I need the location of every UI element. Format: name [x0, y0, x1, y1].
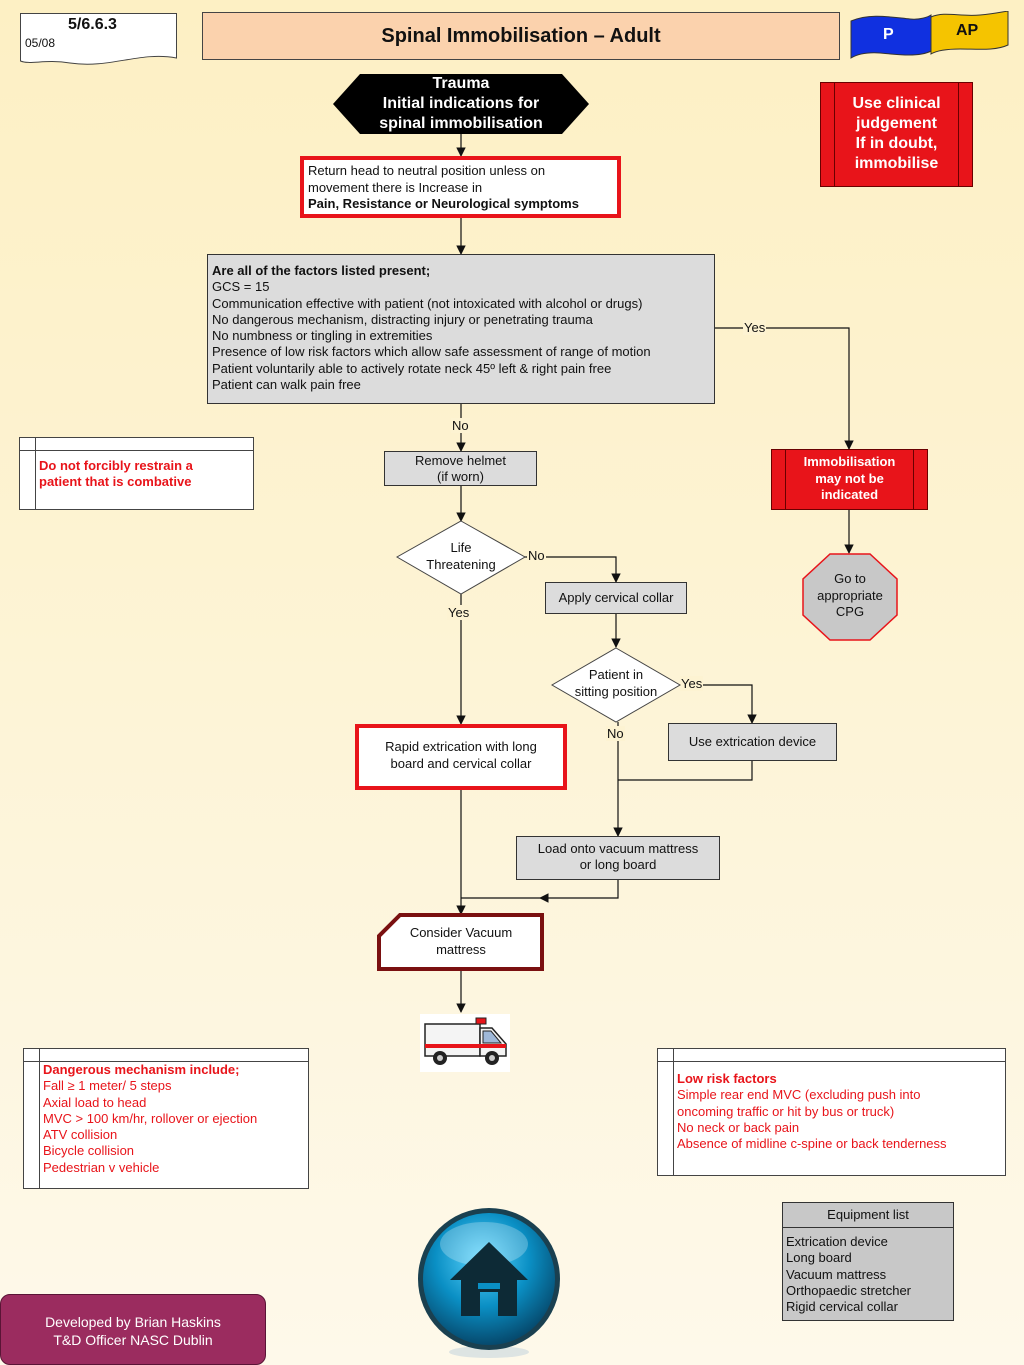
start-octagon	[333, 74, 589, 134]
factor-item: GCS = 15	[212, 279, 270, 295]
consider-vacuum-label: Consider Vacuum mattress	[376, 925, 546, 958]
dangerous-mechanism-note: Dangerous mechanism include; Fall ≥ 1 me…	[23, 1048, 309, 1189]
home-button[interactable]	[416, 1206, 562, 1358]
sitting-yes-label: Yes	[680, 676, 704, 691]
low-risk-item: No neck or back pain	[677, 1119, 800, 1135]
immob-line-3: indicated	[820, 487, 879, 502]
neutral-position-box: Return head to neutral position unless o…	[300, 156, 621, 218]
ambulance-icon	[420, 1014, 510, 1072]
equipment-item: Orthopaedic stretcher	[786, 1282, 912, 1298]
flag-p-label: P	[883, 26, 894, 43]
document-code-tag: 5/6.6.3 05/08	[20, 13, 177, 65]
clinical-line-1: Use clinical	[852, 95, 941, 112]
immob-line-2: may not be	[815, 470, 884, 486]
start-line-1: Trauma	[432, 75, 490, 92]
equipment-item: Vacuum mattress	[786, 1266, 887, 1282]
consider-line-1: Consider Vacuum	[409, 925, 513, 940]
neutral-line-2: movement there is Increase in	[308, 179, 483, 195]
rapid-extrication-box: Rapid extrication with long board and ce…	[355, 724, 567, 790]
rapid-line-2: board and cervical collar	[390, 755, 532, 771]
load-vacuum-box: Load onto vacuum mattress or long board	[516, 836, 720, 880]
dangerous-item: Bicycle collision	[43, 1143, 135, 1159]
dangerous-item: Fall ≥ 1 meter/ 5 steps	[43, 1078, 172, 1094]
low-risk-item: oncoming traffic or hit by bus or truck)	[677, 1103, 895, 1119]
factor-item: Patient can walk pain free	[212, 377, 361, 393]
consider-line-2: mattress	[436, 941, 486, 957]
factor-item: Presence of low risk factors which allow…	[212, 344, 651, 360]
cpg-line-3: CPG	[835, 604, 865, 619]
factors-yes-label: Yes	[743, 320, 767, 335]
cpg-label: Go to appropriate CPG	[802, 571, 898, 621]
sitting-no-label: No	[606, 726, 625, 741]
cpg-stop-octagon	[802, 553, 898, 641]
start-line-3: spinal immobilisation	[379, 115, 543, 132]
neutral-line-3: Pain, Resistance or Neurological symptom…	[308, 196, 579, 211]
start-label: Trauma Initial indications for spinal im…	[335, 74, 587, 134]
dangerous-item: MVC > 100 km/hr, rollover or ejection	[43, 1110, 258, 1126]
flag-ap-badge: AP	[930, 11, 1009, 55]
sitting-line-1: Patient in	[588, 667, 644, 682]
developer-credit: Developed by Brian Haskins T&D Officer N…	[0, 1294, 266, 1365]
dangerous-item: Axial load to head	[43, 1094, 147, 1110]
load-line-2: or long board	[579, 857, 657, 872]
immob-line-1: Immobilisation	[803, 454, 896, 469]
clinical-judgement-note: Use clinical judgement If in doubt, immo…	[820, 82, 973, 187]
factor-item: Communication effective with patient (no…	[212, 295, 643, 311]
factor-item: No dangerous mechanism, distracting inju…	[212, 311, 593, 327]
sitting-position-diamond	[551, 647, 681, 723]
restrain-line-1: Do not forcibly restrain a	[39, 458, 193, 473]
factors-heading: Are all of the factors listed present;	[212, 263, 431, 278]
apply-collar-box: Apply cervical collar	[545, 582, 687, 614]
life-threatening-diamond	[396, 520, 526, 595]
credit-line-2: T&D Officer NASC Dublin	[53, 1332, 213, 1348]
clinical-line-3: If in doubt,	[855, 135, 938, 152]
low-risk-item: Simple rear end MVC (excluding push into	[677, 1087, 921, 1103]
remove-helmet-box: Remove helmet (if worn)	[384, 451, 537, 486]
life-no-label: No	[527, 548, 546, 563]
dangerous-item: ATV collision	[43, 1127, 118, 1143]
restrain-note: Do not forcibly restrain a patient that …	[19, 437, 254, 510]
factor-item: Patient voluntarily able to actively rot…	[212, 360, 612, 376]
document-date: 05/08	[25, 36, 56, 50]
equipment-item: Long board	[786, 1250, 852, 1266]
consider-vacuum-shape	[377, 913, 544, 971]
equipment-item: Rigid cervical collar	[786, 1299, 898, 1315]
cpg-line-1: Go to	[834, 571, 866, 586]
low-risk-heading: Low risk factors	[677, 1071, 777, 1086]
neutral-line-1: Return head to neutral position unless o…	[308, 163, 546, 178]
sitting-line-2: sitting position	[574, 683, 658, 699]
page-title: Spinal Immobilisation – Adult	[202, 12, 840, 60]
equipment-list: Equipment list Extrication device Long b…	[782, 1202, 954, 1321]
flag-p-badge: P	[850, 13, 932, 59]
equipment-heading: Equipment list	[783, 1203, 953, 1228]
sitting-position-label: Patient in sitting position	[551, 667, 681, 700]
document-code: 5/6.6.3	[68, 16, 117, 33]
flag-ap-label: AP	[956, 22, 979, 39]
restrain-line-2: patient that is combative	[39, 474, 192, 490]
life-threatening-label: Life Threatening	[396, 540, 526, 573]
remove-helmet-line-2: (if worn)	[437, 469, 484, 484]
dangerous-item: Pedestrian v vehicle	[43, 1159, 160, 1175]
factors-no-label: No	[451, 418, 470, 433]
clinical-line-2: judgement	[856, 115, 937, 132]
home-icon	[418, 1208, 560, 1358]
rapid-line-1: Rapid extrication with long	[385, 739, 537, 754]
life-yes-label: Yes	[447, 605, 471, 620]
factors-box: Are all of the factors listed present; G…	[207, 254, 715, 404]
clinical-line-4: immobilise	[854, 155, 939, 172]
extrication-device-box: Use extrication device	[668, 723, 837, 761]
start-line-2: Initial indications for	[382, 95, 540, 112]
low-risk-factors-note: Low risk factors Simple rear end MVC (ex…	[657, 1048, 1006, 1176]
remove-helmet-line-1: Remove helmet	[414, 453, 507, 468]
life-line-2: Threatening	[426, 556, 496, 572]
dangerous-heading: Dangerous mechanism include;	[43, 1062, 240, 1077]
credit-line-1: Developed by Brian Haskins	[45, 1314, 221, 1330]
load-line-1: Load onto vacuum mattress	[537, 841, 699, 856]
cpg-line-2: appropriate	[817, 587, 883, 603]
low-risk-item: Absence of midline c-spine or back tende…	[677, 1136, 947, 1152]
life-line-1: Life	[450, 540, 472, 555]
immobilisation-not-indicated-box: Immobilisation may not be indicated	[771, 449, 928, 510]
factor-item: No numbness or tingling in extremities	[212, 328, 433, 344]
equipment-item: Extrication device	[786, 1234, 888, 1249]
